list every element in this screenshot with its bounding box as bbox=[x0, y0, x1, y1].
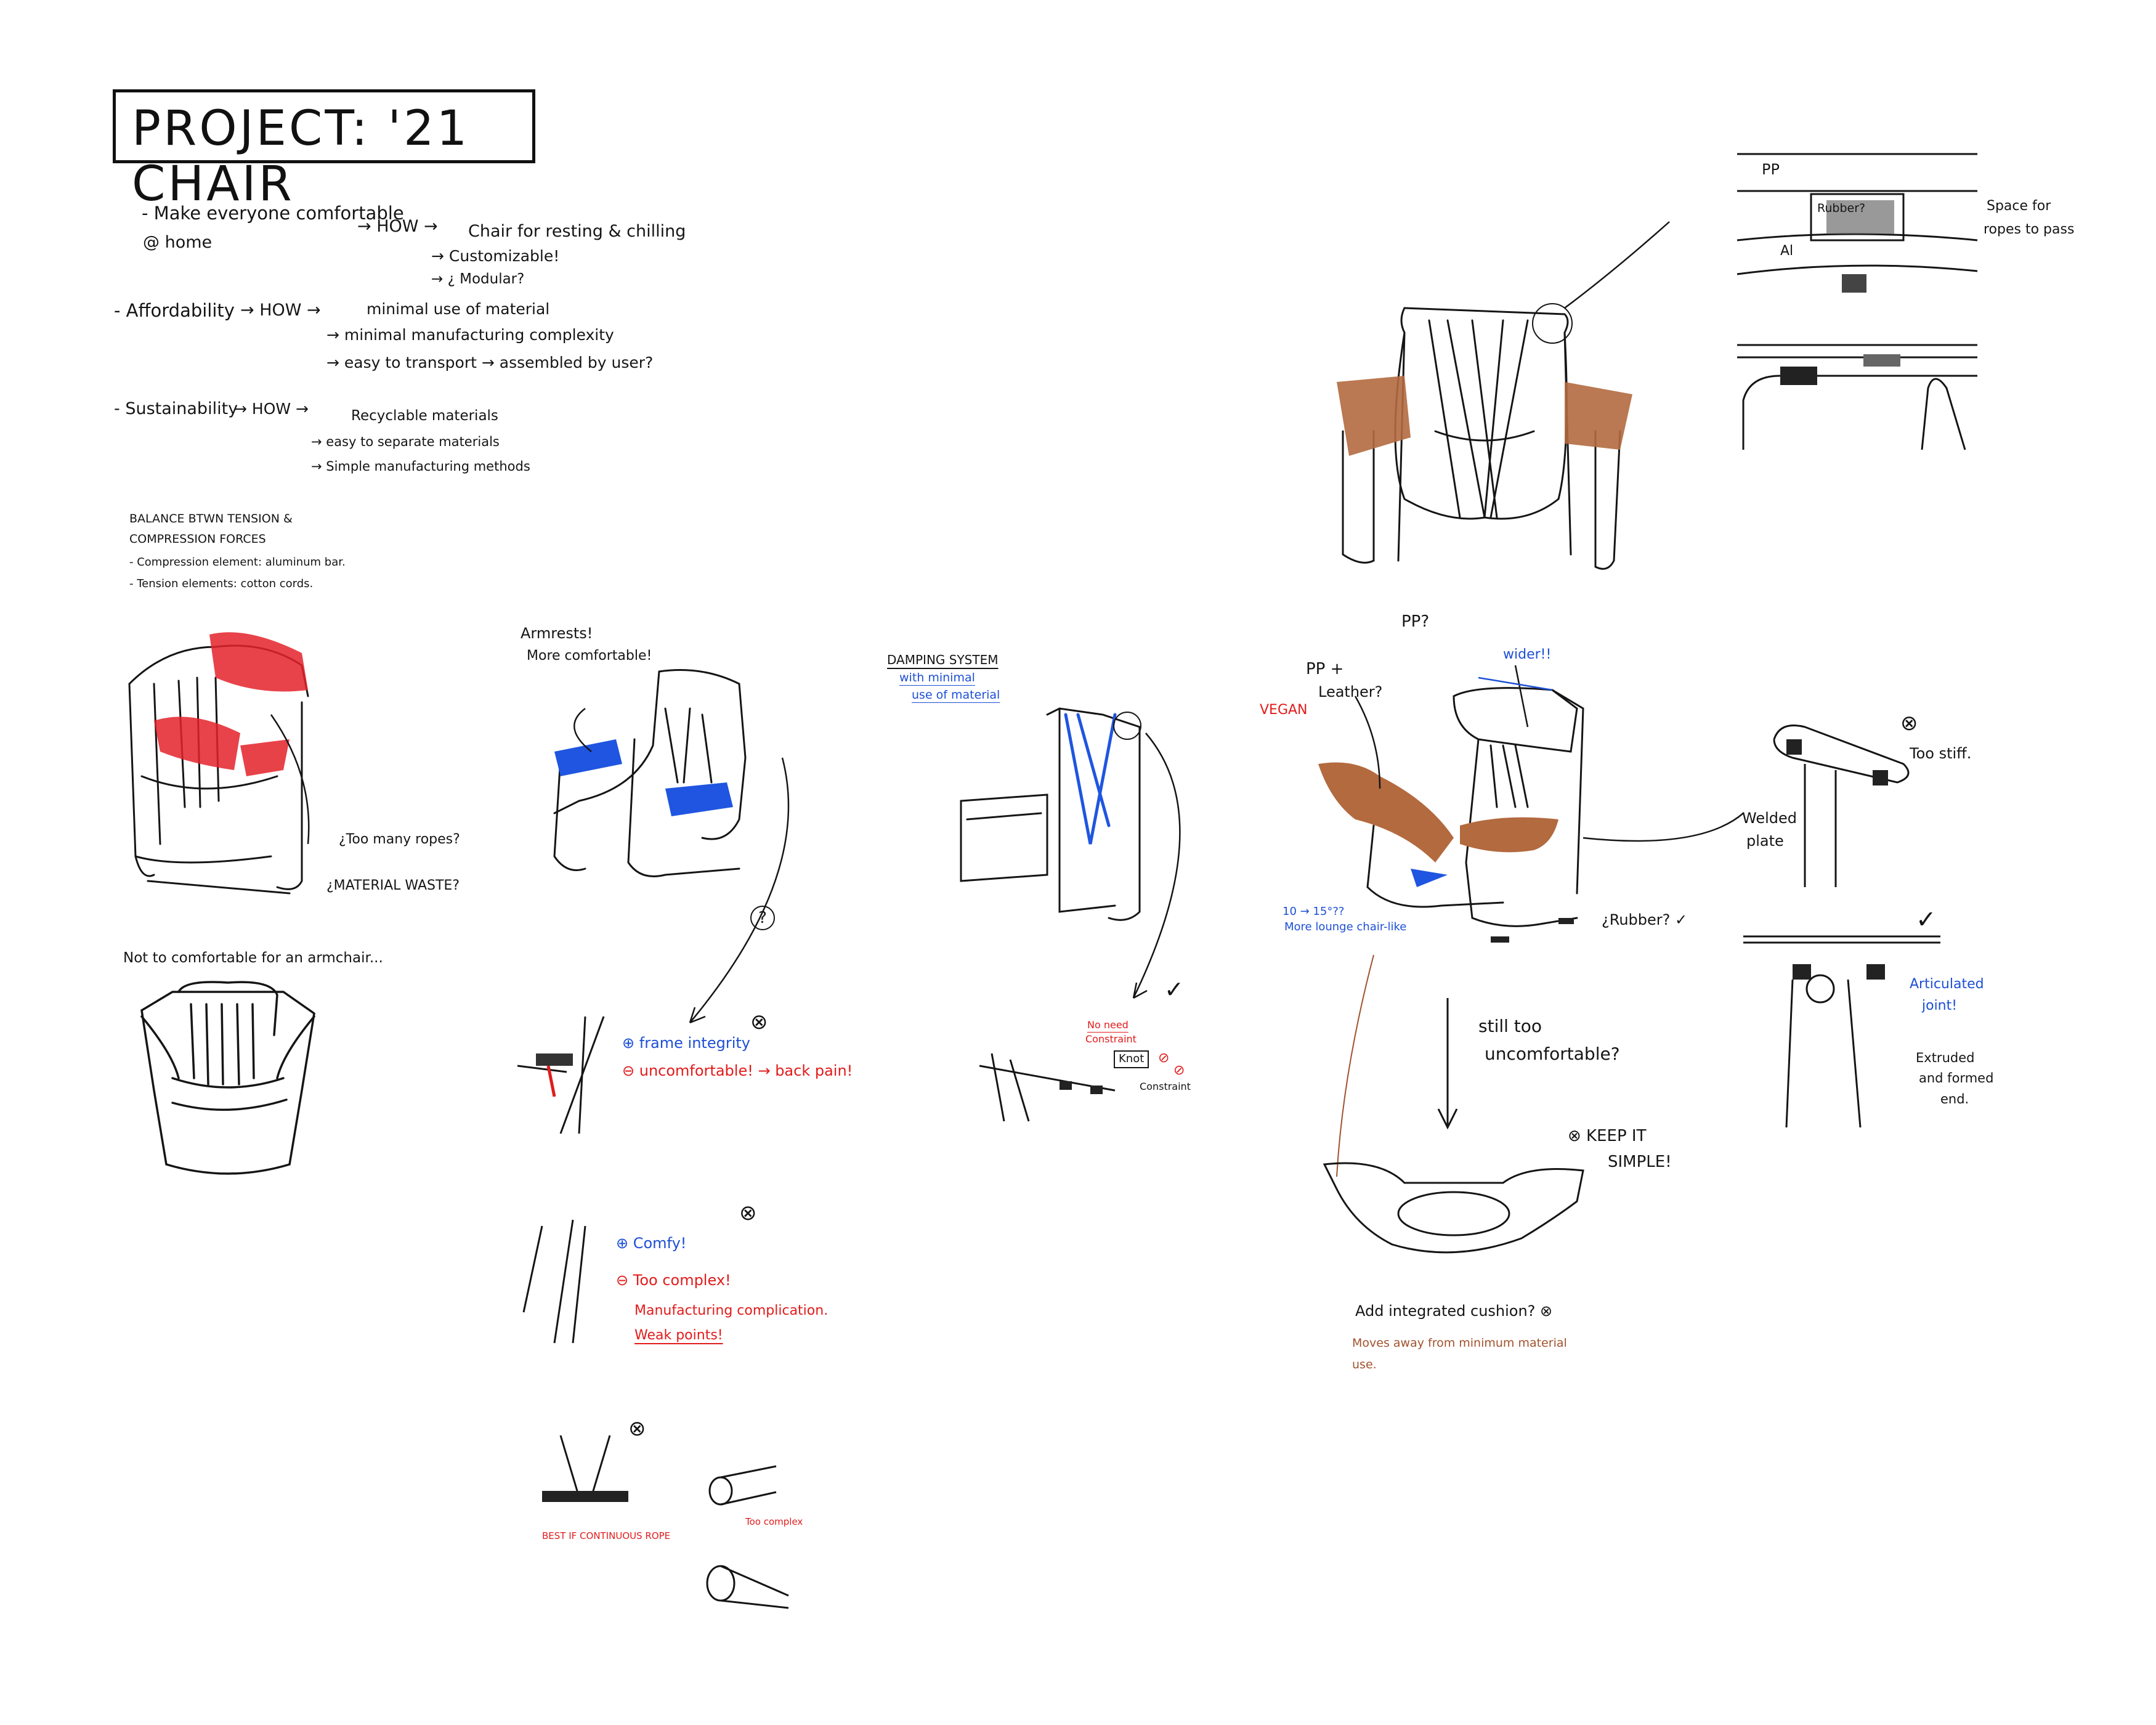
frame-integrity-note: ⊕ frame integrity bbox=[622, 1034, 750, 1052]
goal-2-item-1: minimal use of material bbox=[367, 300, 550, 318]
pp-vegan-note-2: VEGAN bbox=[1260, 702, 1308, 718]
still-too-note-2: uncomfortable? bbox=[1485, 1044, 1620, 1064]
goal-3-item-3: → Simple manufacturing methods bbox=[311, 459, 530, 474]
moves-away-note-1: Moves away from minimum material bbox=[1352, 1336, 1567, 1350]
weak-points-note: Weak points! bbox=[634, 1328, 723, 1343]
check-mark-2: ✓ bbox=[1916, 906, 1937, 934]
space-note-1: Space for bbox=[1987, 198, 2051, 214]
armrest-chair-sketch bbox=[542, 659, 764, 918]
knot-detail-sketch bbox=[979, 1047, 1115, 1127]
angle-note-2: More lounge chair-like bbox=[1284, 920, 1407, 933]
armrests-note-1: Armrests! bbox=[521, 625, 593, 642]
goal-1-label: - Make everyone comfortable bbox=[142, 203, 404, 224]
still-too-note-1: still too bbox=[1478, 1016, 1542, 1036]
goal-2-item-2: → minimal manufacturing complexity bbox=[326, 326, 614, 344]
joint-detail-2-sketch bbox=[517, 1220, 591, 1349]
add-cushion-note: Add integrated cushion? ⊗ bbox=[1355, 1302, 1553, 1320]
articulated-note-2: joint! bbox=[1922, 998, 1958, 1013]
goal-1-sub: @ home bbox=[143, 233, 213, 252]
goal-3-item-1: Recyclable materials bbox=[351, 408, 498, 424]
pp-vegan-note-3: Leather? bbox=[1318, 683, 1383, 700]
reject-mark-3: ⊗ bbox=[628, 1416, 646, 1441]
goal-1-item-1: Chair for resting & chilling bbox=[468, 222, 686, 241]
goal-3-label: - Sustainability bbox=[114, 399, 238, 418]
space-note-2: ropes to pass bbox=[1984, 222, 2075, 237]
balance-title-1: BALANCE BTWN TENSION & bbox=[129, 512, 293, 526]
joint-section-sketch bbox=[1731, 142, 1990, 450]
pp-vegan-note-1: PP + bbox=[1306, 660, 1344, 678]
rope-armchair-sketch bbox=[117, 632, 339, 912]
rope-clamp-sketch bbox=[542, 1429, 628, 1502]
lounge-chair-arrows bbox=[1318, 641, 1762, 1195]
goal-3-how: → HOW → bbox=[234, 400, 309, 418]
front-armchair-sketch bbox=[136, 980, 320, 1189]
balance-title-2: COMPRESSION FORCES bbox=[129, 532, 266, 546]
rope-chair-front-sketch bbox=[1337, 296, 1632, 585]
goal-1-item-3: → ¿ Modular? bbox=[431, 271, 525, 287]
extruded-note-3: end. bbox=[1940, 1092, 1969, 1106]
reject-mark-4: ⊗ bbox=[1900, 711, 1918, 736]
goal-3-item-2: → easy to separate materials bbox=[311, 434, 500, 449]
damping-note-1: DAMPING SYSTEM bbox=[887, 652, 999, 667]
damping-chair-sketch bbox=[955, 702, 1164, 930]
too-stiff-note: Too stiff. bbox=[1910, 745, 1972, 762]
articulated-note-1: Articulated bbox=[1910, 976, 1984, 992]
keep-simple-note-2: SIMPLE! bbox=[1608, 1153, 1672, 1171]
rubber-label: Rubber? bbox=[1817, 201, 1866, 215]
check-mark-1: ✓ bbox=[1164, 976, 1184, 1003]
constraint-check: ⊘ bbox=[1173, 1063, 1185, 1078]
title-box: PROJECT: '21 CHAIR bbox=[113, 89, 535, 212]
damping-note-3: use of material bbox=[912, 688, 1000, 702]
no-need-note-2: Constraint bbox=[1085, 1033, 1137, 1045]
goal-2-how: → HOW → bbox=[240, 301, 321, 320]
pp-question-note: PP? bbox=[1401, 612, 1430, 631]
arrow-to-detail-1 bbox=[678, 752, 801, 1035]
armrests-note-2: More comfortable! bbox=[527, 648, 652, 664]
reject-mark-2: ⊗ bbox=[739, 1201, 757, 1225]
wider-note: wider!! bbox=[1503, 647, 1552, 662]
welded-plate-sketch bbox=[1768, 721, 1916, 893]
welded-note-1: Welded bbox=[1742, 810, 1797, 827]
balance-item-1: - Compression element: aluminum bar. bbox=[129, 556, 346, 569]
keep-simple-note-1: ⊗ KEEP IT bbox=[1568, 1127, 1647, 1145]
uncomfortable-note: ⊖ uncomfortable! → back pain! bbox=[622, 1062, 853, 1079]
angle-note-1: 10 → 15°?? bbox=[1283, 905, 1345, 918]
cushion-seat-sketch bbox=[1318, 1152, 1589, 1269]
arrow-to-detail-2 bbox=[1121, 727, 1207, 1010]
manufacturing-complication-note: Manufacturing complication. bbox=[634, 1303, 829, 1318]
damping-note-2: with minimal bbox=[899, 671, 975, 684]
question-mark-note: ? bbox=[750, 906, 775, 930]
joint-detail-1-sketch bbox=[511, 1017, 616, 1140]
goal-2-item-3: → easy to transport → assembled by user? bbox=[326, 354, 654, 371]
pp-label: PP bbox=[1762, 161, 1780, 178]
al-label: Al bbox=[1780, 243, 1794, 259]
extruded-note-2: and formed bbox=[1919, 1071, 1994, 1086]
reject-mark-1: ⊗ bbox=[750, 1010, 768, 1034]
moves-away-note-2: use. bbox=[1352, 1358, 1377, 1371]
knot-label: Knot bbox=[1114, 1050, 1149, 1068]
constraint-note: Constraint bbox=[1140, 1081, 1191, 1092]
tube-end-sketch bbox=[696, 1454, 807, 1614]
material-waste-note: ¿MATERIAL WASTE? bbox=[326, 878, 460, 893]
goal-1-how: → HOW → bbox=[357, 217, 438, 236]
comfy-note: ⊕ Comfy! bbox=[616, 1235, 687, 1252]
not-comfortable-note: Not to comfortable for an armchair... bbox=[123, 950, 383, 966]
no-need-note-1: No need bbox=[1087, 1019, 1129, 1031]
too-many-ropes-note: ¿Too many ropes? bbox=[339, 832, 460, 847]
goal-1-item-2: → Customizable! bbox=[431, 247, 560, 265]
goal-2-label: - Affordability bbox=[114, 300, 235, 321]
extruded-note-1: Extruded bbox=[1916, 1050, 1975, 1065]
best-if-continuous-note: BEST IF CONTINUOUS ROPE bbox=[542, 1530, 671, 1541]
too-complex-small-note: Too complex bbox=[745, 1516, 803, 1527]
too-complex-note: ⊖ Too complex! bbox=[616, 1272, 731, 1289]
knot-check: ⊘ bbox=[1158, 1050, 1170, 1066]
balance-item-2: - Tension elements: cotton cords. bbox=[129, 577, 314, 590]
page-title: PROJECT: '21 CHAIR bbox=[132, 101, 470, 212]
lounge-chair-sketch bbox=[1318, 659, 1620, 943]
articulated-joint-sketch bbox=[1743, 930, 1940, 1127]
welded-note-2: plate bbox=[1746, 832, 1784, 850]
rubber-bottom-note: ¿Rubber? ✓ bbox=[1602, 911, 1688, 928]
down-arrow bbox=[1435, 998, 1460, 1134]
